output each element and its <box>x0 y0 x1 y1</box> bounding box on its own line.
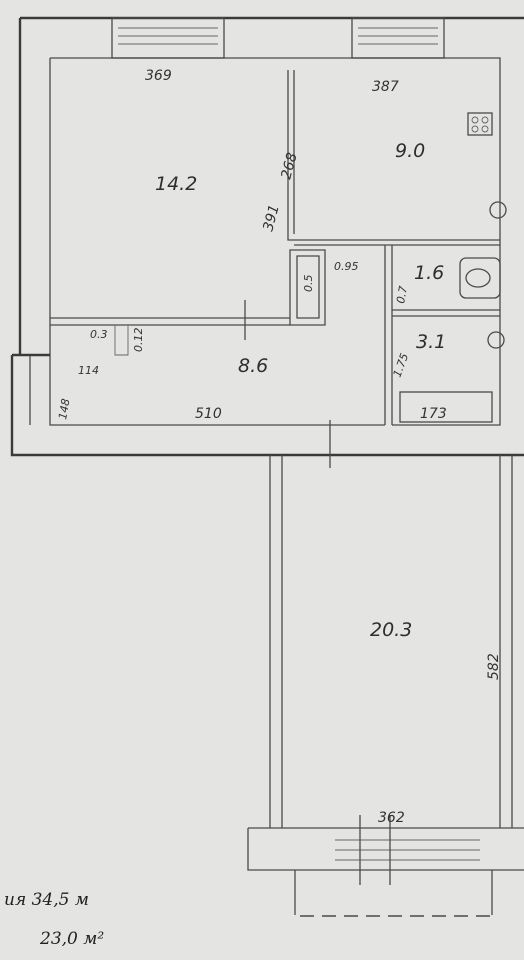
room-bath-area: 3.1 <box>416 331 446 353</box>
room-balcony-area: 20.3 <box>370 619 412 641</box>
dim-balcony-depth: 582 <box>486 653 502 680</box>
dim-wc-side: 0.7 <box>394 285 410 304</box>
dim-main-width: 369 <box>145 68 172 84</box>
dim-kitchen-depth: 268 <box>278 151 300 181</box>
room-main-area: 14.2 <box>155 173 197 195</box>
note-line-2: 23,0 м² <box>39 929 104 949</box>
dim-balcony-width: 362 <box>378 810 405 826</box>
dim-bath-side: 1.75 <box>391 352 412 379</box>
riser-icon <box>487 201 507 349</box>
dim-niche-width: 114 <box>78 364 99 377</box>
window-main <box>111 17 225 59</box>
room-hall-area: 8.6 <box>238 355 268 377</box>
dim-kitchen-width: 387 <box>372 79 399 95</box>
room-closet-area: 0.5 <box>302 275 315 293</box>
dim-niche-depth: 0.3 <box>90 328 108 341</box>
dim-hall-left-depth: 148 <box>56 398 72 421</box>
partitions <box>50 70 501 468</box>
note-line-1: ия 34,5 м <box>4 890 89 910</box>
stove-icon <box>467 112 493 136</box>
dim-niche-side: 0.12 <box>132 328 145 353</box>
dim-bath-bottom: 173 <box>420 406 447 422</box>
window-kitchen <box>351 17 445 59</box>
room-kitchen-area: 9.0 <box>395 140 425 162</box>
dim-closet-depth: 0.95 <box>334 260 359 273</box>
dim-main-depth: 391 <box>260 203 282 233</box>
dim-hall-width: 510 <box>195 406 222 422</box>
balcony <box>247 455 524 917</box>
wc-toilet-icon <box>459 257 501 299</box>
outer-walls <box>10 16 524 457</box>
room-wc-area: 1.6 <box>414 262 444 284</box>
